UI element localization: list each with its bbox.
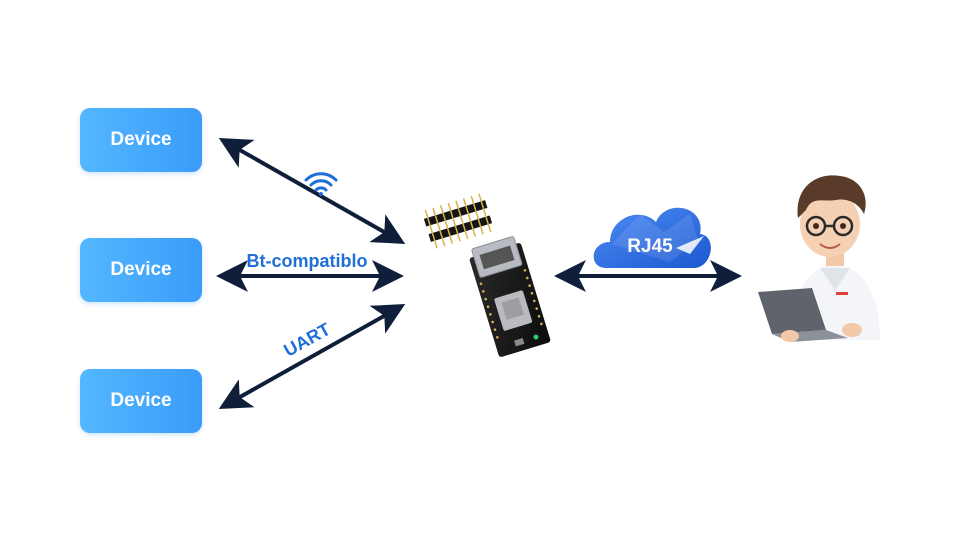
uart-arrow (218, 304, 406, 409)
ethernet-module-board (423, 193, 551, 357)
wifi-arrow (218, 138, 406, 244)
device-box-1: Device (80, 108, 202, 172)
device-label: Device (110, 390, 172, 411)
device-box-3: Device (80, 369, 202, 433)
person-with-laptop-illustration (758, 175, 880, 342)
device-label: Device (110, 129, 172, 150)
rj45-label: RJ45 (627, 236, 673, 257)
device-box-2: Device (80, 238, 202, 302)
cloud-icon (593, 207, 711, 268)
wifi-icon (304, 172, 338, 196)
device-label: Device (110, 259, 172, 280)
bluetooth-label: Bt-compatiblo (247, 251, 368, 271)
uart-label: UART (280, 319, 333, 361)
